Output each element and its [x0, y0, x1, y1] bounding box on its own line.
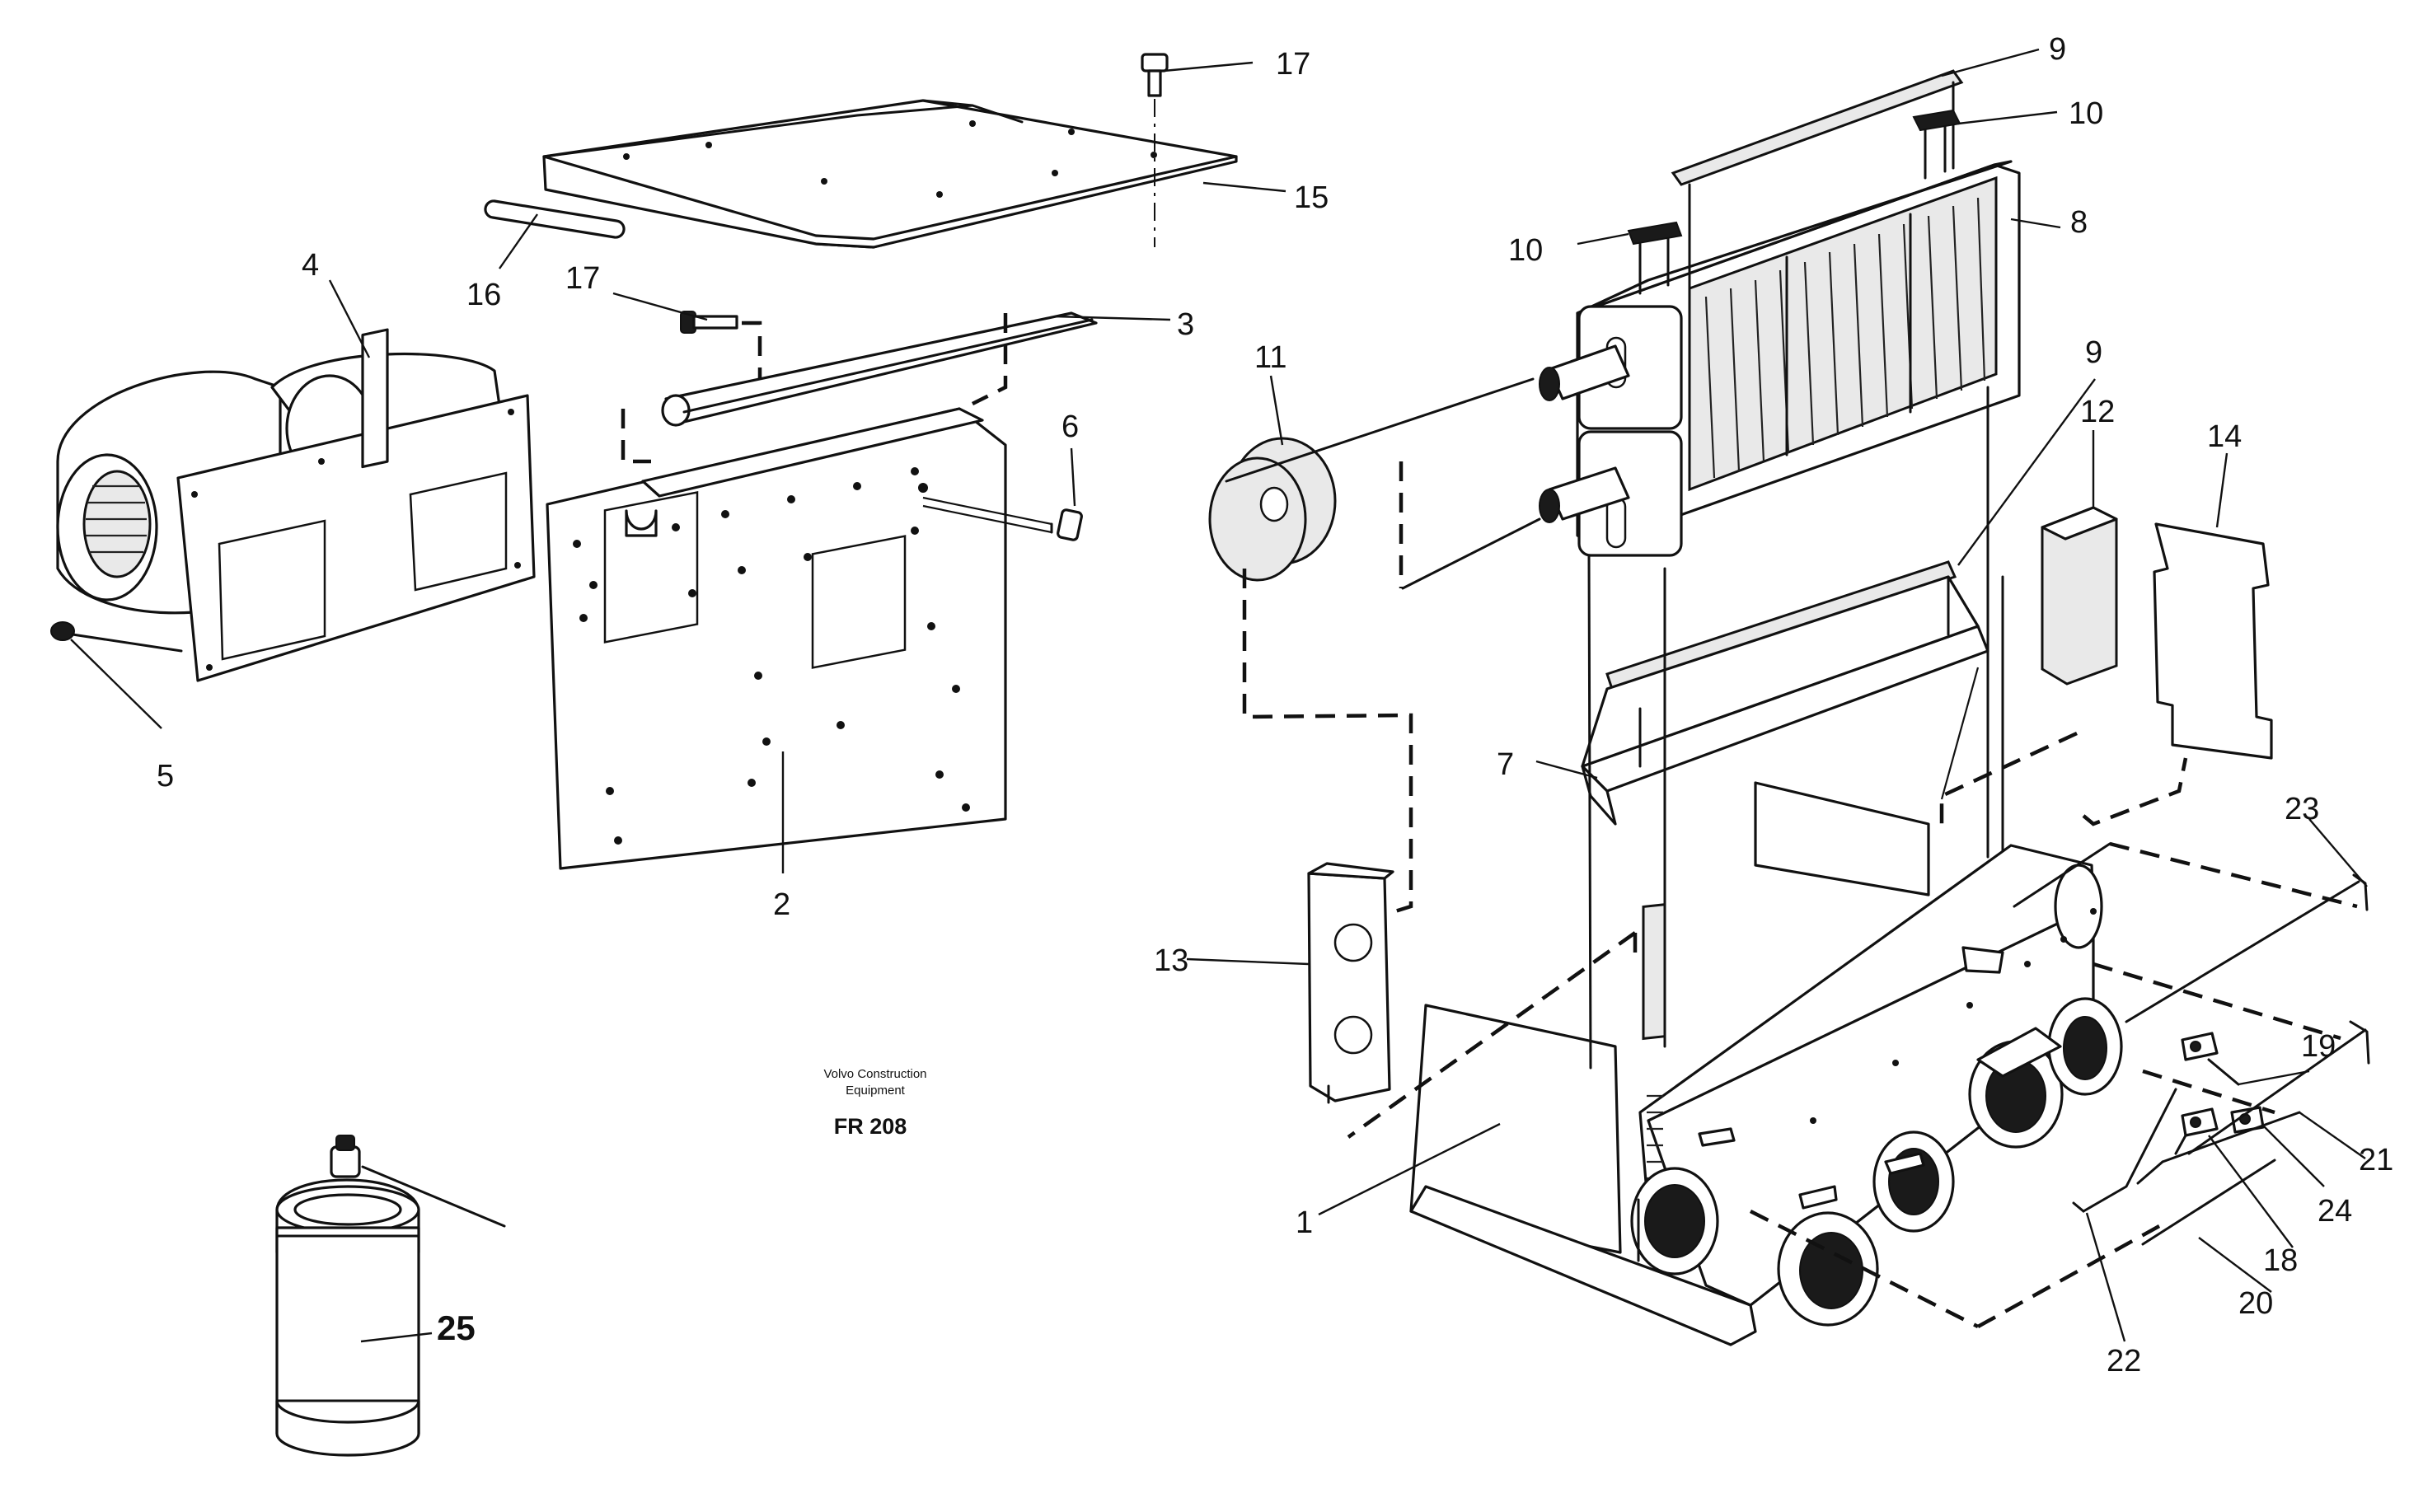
- part-23-bar: [2125, 873, 2369, 1023]
- leader-lines: [70, 48, 2368, 1343]
- callout-8: 8: [2070, 205, 2088, 240]
- part-3-seal-strip: [621, 311, 1098, 464]
- callout-9-top: 9: [2049, 32, 2066, 67]
- part-13-bracket-plate: [1307, 862, 1394, 1104]
- assembly-guides: [1347, 386, 2358, 1329]
- part-8-heater-core: [1225, 160, 2021, 590]
- callout-2: 2: [773, 887, 790, 922]
- part-1-heater-housing: [1409, 781, 2123, 1346]
- caption-figure-code: FR 208: [834, 1114, 907, 1139]
- part-25-spray-can: [275, 1135, 506, 1457]
- callout-14: 14: [2207, 419, 2242, 454]
- part-15-cover-plate: [542, 99, 1238, 249]
- part-20-wire: [2136, 1111, 2301, 1246]
- part-6-bolt: [922, 496, 1083, 541]
- callout-11: 11: [1254, 340, 1286, 375]
- part-10-clip-left: [1627, 221, 1683, 295]
- callout-4: 4: [302, 248, 319, 283]
- callout-5: 5: [157, 759, 174, 793]
- callout-17-mid: 17: [565, 261, 600, 296]
- part-7-drip-tray: [1581, 560, 1989, 826]
- part-17-bolt-mid: [680, 311, 762, 387]
- callout-15: 15: [1294, 180, 1329, 215]
- part-12-filter-pad: [2041, 506, 2118, 686]
- part-4-blower-unit: [56, 328, 536, 682]
- callout-23: 23: [2285, 792, 2319, 826]
- callout-3: 3: [1177, 307, 1194, 342]
- caption-brand-line1: Volvo Construction: [823, 1067, 926, 1081]
- callout-21: 21: [2359, 1143, 2393, 1177]
- part-22-bar: [2072, 1088, 2177, 1213]
- callout-12: 12: [2080, 395, 2115, 429]
- part-16-rod: [484, 199, 626, 239]
- callout-18: 18: [2263, 1243, 2298, 1278]
- part-2-mounting-plate: [546, 407, 1007, 870]
- callout-7: 7: [1497, 747, 1514, 782]
- part-5-screw: [50, 621, 183, 653]
- callout-20: 20: [2238, 1286, 2273, 1321]
- callout-10-left: 10: [1508, 233, 1543, 268]
- callout-22: 22: [2107, 1344, 2141, 1379]
- part-21-bar: [2187, 1020, 2370, 1155]
- callout-6: 6: [1062, 410, 1079, 444]
- callout-10-right: 10: [2069, 96, 2103, 131]
- part-17-bolt-top: [1141, 53, 1169, 247]
- part-18-clip: [2174, 1107, 2219, 1155]
- caption-brand-line2: Equipment: [846, 1084, 906, 1098]
- callout-25: 25: [437, 1308, 476, 1347]
- part-19-clip: [2181, 1032, 2240, 1086]
- callout-1: 1: [1296, 1205, 1313, 1240]
- callout-19: 19: [2301, 1029, 2336, 1064]
- part-11-foam-collar: [1208, 437, 1413, 917]
- callout-24: 24: [2318, 1194, 2352, 1229]
- callout-13: 13: [1154, 943, 1188, 978]
- callout-17-top: 17: [1276, 47, 1310, 82]
- callout-9-lower: 9: [2085, 335, 2102, 370]
- callout-labels: 17 15 16 17 3 4 6 2 5 11 13 9 10 10 8 9 …: [157, 32, 2393, 1379]
- callout-16: 16: [466, 278, 501, 312]
- part-14-cover-plate: [2153, 522, 2273, 760]
- diagram-caption: Volvo Construction Equipment FR 208: [823, 1067, 926, 1139]
